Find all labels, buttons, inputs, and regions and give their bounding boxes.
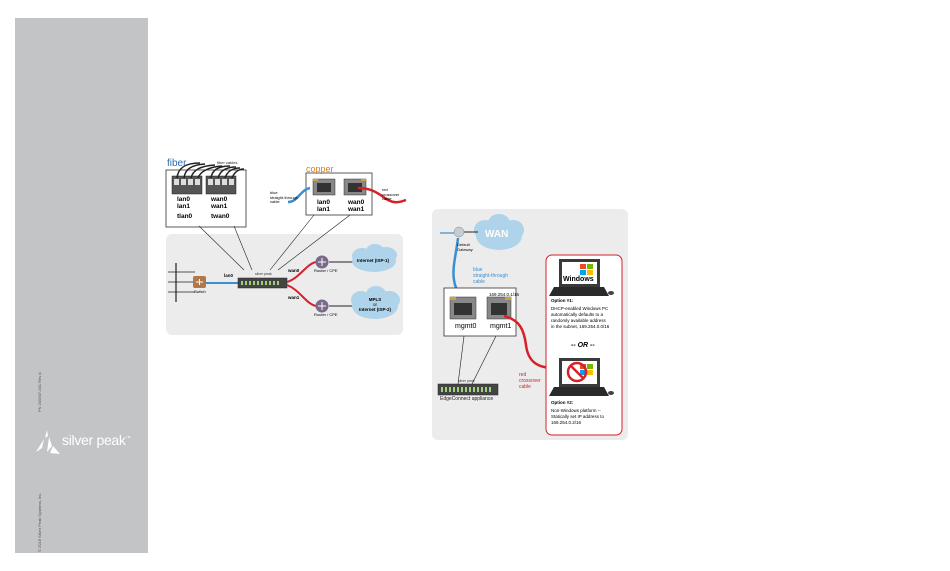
right-red-cable-label: red crossover cable	[519, 372, 541, 390]
router2-label: Router / CPE	[314, 312, 338, 317]
brand-logo: silver peak™	[62, 432, 131, 448]
windows-label: Windows	[563, 276, 594, 283]
option1-title: Option #1:	[551, 298, 574, 303]
gateway-label: Default Gateway	[457, 242, 473, 252]
lan-label: lan0	[224, 273, 234, 278]
router1-label: Router / CPE	[314, 268, 338, 273]
copper-ports	[312, 178, 367, 196]
wan0-label: wan0	[288, 268, 300, 273]
fiber-tports-b: twan0	[211, 213, 230, 220]
option1-text: DHCP-enabled Windows PC automatically de…	[551, 306, 610, 330]
fiber-cables-label: fiber cables	[217, 160, 238, 165]
switch-label: Switch	[194, 289, 206, 294]
wan-label: WAN	[485, 229, 509, 240]
appliance-label: EdgeConnect appliance	[440, 396, 494, 402]
copper-blue-cable	[287, 186, 311, 204]
wan-cloud	[474, 214, 524, 250]
copper-ports-a: lan0 lan1	[317, 199, 331, 214]
laptop2-icon	[549, 358, 614, 396]
isp1-label: Internet (ISP-1)	[357, 258, 390, 263]
copper-red-cable	[357, 186, 407, 204]
option2-title: Option #2:	[551, 400, 574, 405]
isp1-cloud	[352, 244, 397, 272]
right-blue-cable-label: blue straight-through cable	[473, 267, 509, 285]
copper-ports-b: wan0 wan1	[348, 199, 365, 214]
right-appliance	[437, 383, 499, 396]
right-appliance-brand: silver peak	[458, 379, 475, 383]
laptop1-icon	[549, 259, 614, 296]
prohibited-icon	[566, 361, 588, 383]
fiber-ports-b: wan0 wan1	[211, 196, 228, 211]
mpls-label: MPLS or Internet (ISP-2)	[355, 297, 395, 313]
copper-title: copper	[306, 164, 334, 174]
mpls-cloud	[351, 286, 400, 319]
right-red-cable	[503, 314, 555, 370]
mpls-line3: Internet (ISP-2)	[358, 307, 391, 313]
gateway-icon	[453, 226, 465, 238]
ip-address-label: 169.254.0.1/16	[489, 292, 520, 297]
fiber-title: fiber	[167, 158, 187, 169]
fiber-ports-a: lan0 lan1	[177, 196, 191, 211]
copper-blue-cable-label: blue straight-through cable	[270, 190, 299, 205]
fiber-connectors	[171, 162, 245, 195]
copper-red-cable-label: red crossover cable	[382, 187, 400, 202]
fiber-tports-a: tlan0	[177, 213, 193, 220]
left-appliance-brand: silver peak	[255, 272, 272, 276]
mgmt0-label: mgmt0	[455, 323, 477, 330]
wan1-label: wan1	[288, 295, 300, 300]
option2-text: Non-Windows platform -- Statically set I…	[551, 408, 604, 426]
or-label: -- OR --	[571, 342, 595, 349]
mgmt1-label: mgmt1	[490, 323, 512, 330]
mpls-line1: MPLS	[368, 297, 382, 302]
mpls-line2: or	[372, 302, 377, 308]
sidebar	[15, 18, 148, 553]
